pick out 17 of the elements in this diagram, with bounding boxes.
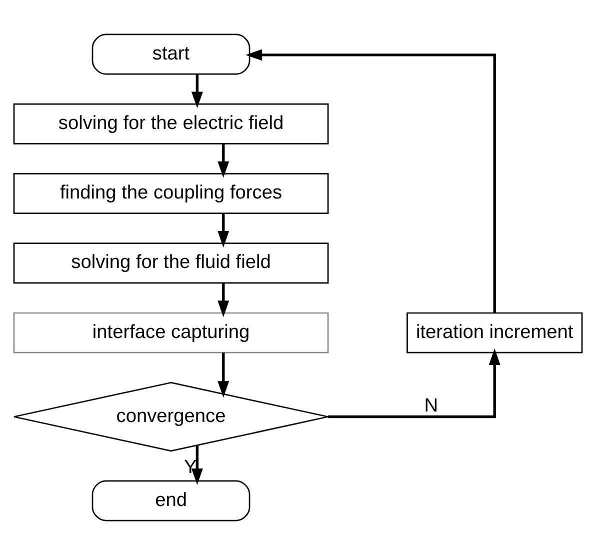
- edge-label: N: [424, 395, 438, 416]
- node-box: start: [92, 33, 250, 74]
- arrow: [328, 348, 500, 418]
- arrow: [218, 282, 230, 317]
- node-box: end: [92, 480, 250, 521]
- arrow: [218, 213, 230, 247]
- node-box: interface capturing: [13, 312, 329, 353]
- arrow: [218, 144, 230, 178]
- node-box: solving for the fluid field: [13, 242, 329, 284]
- node-box: solving for the electric field: [13, 102, 329, 144]
- arrow: [191, 445, 203, 484]
- arrow: [218, 352, 230, 398]
- edge-label: Y: [184, 456, 197, 478]
- node-box: finding the coupling forces: [13, 172, 329, 214]
- arrow: [246, 48, 496, 312]
- node-box: iteration increment: [406, 312, 583, 353]
- arrow: [191, 74, 203, 108]
